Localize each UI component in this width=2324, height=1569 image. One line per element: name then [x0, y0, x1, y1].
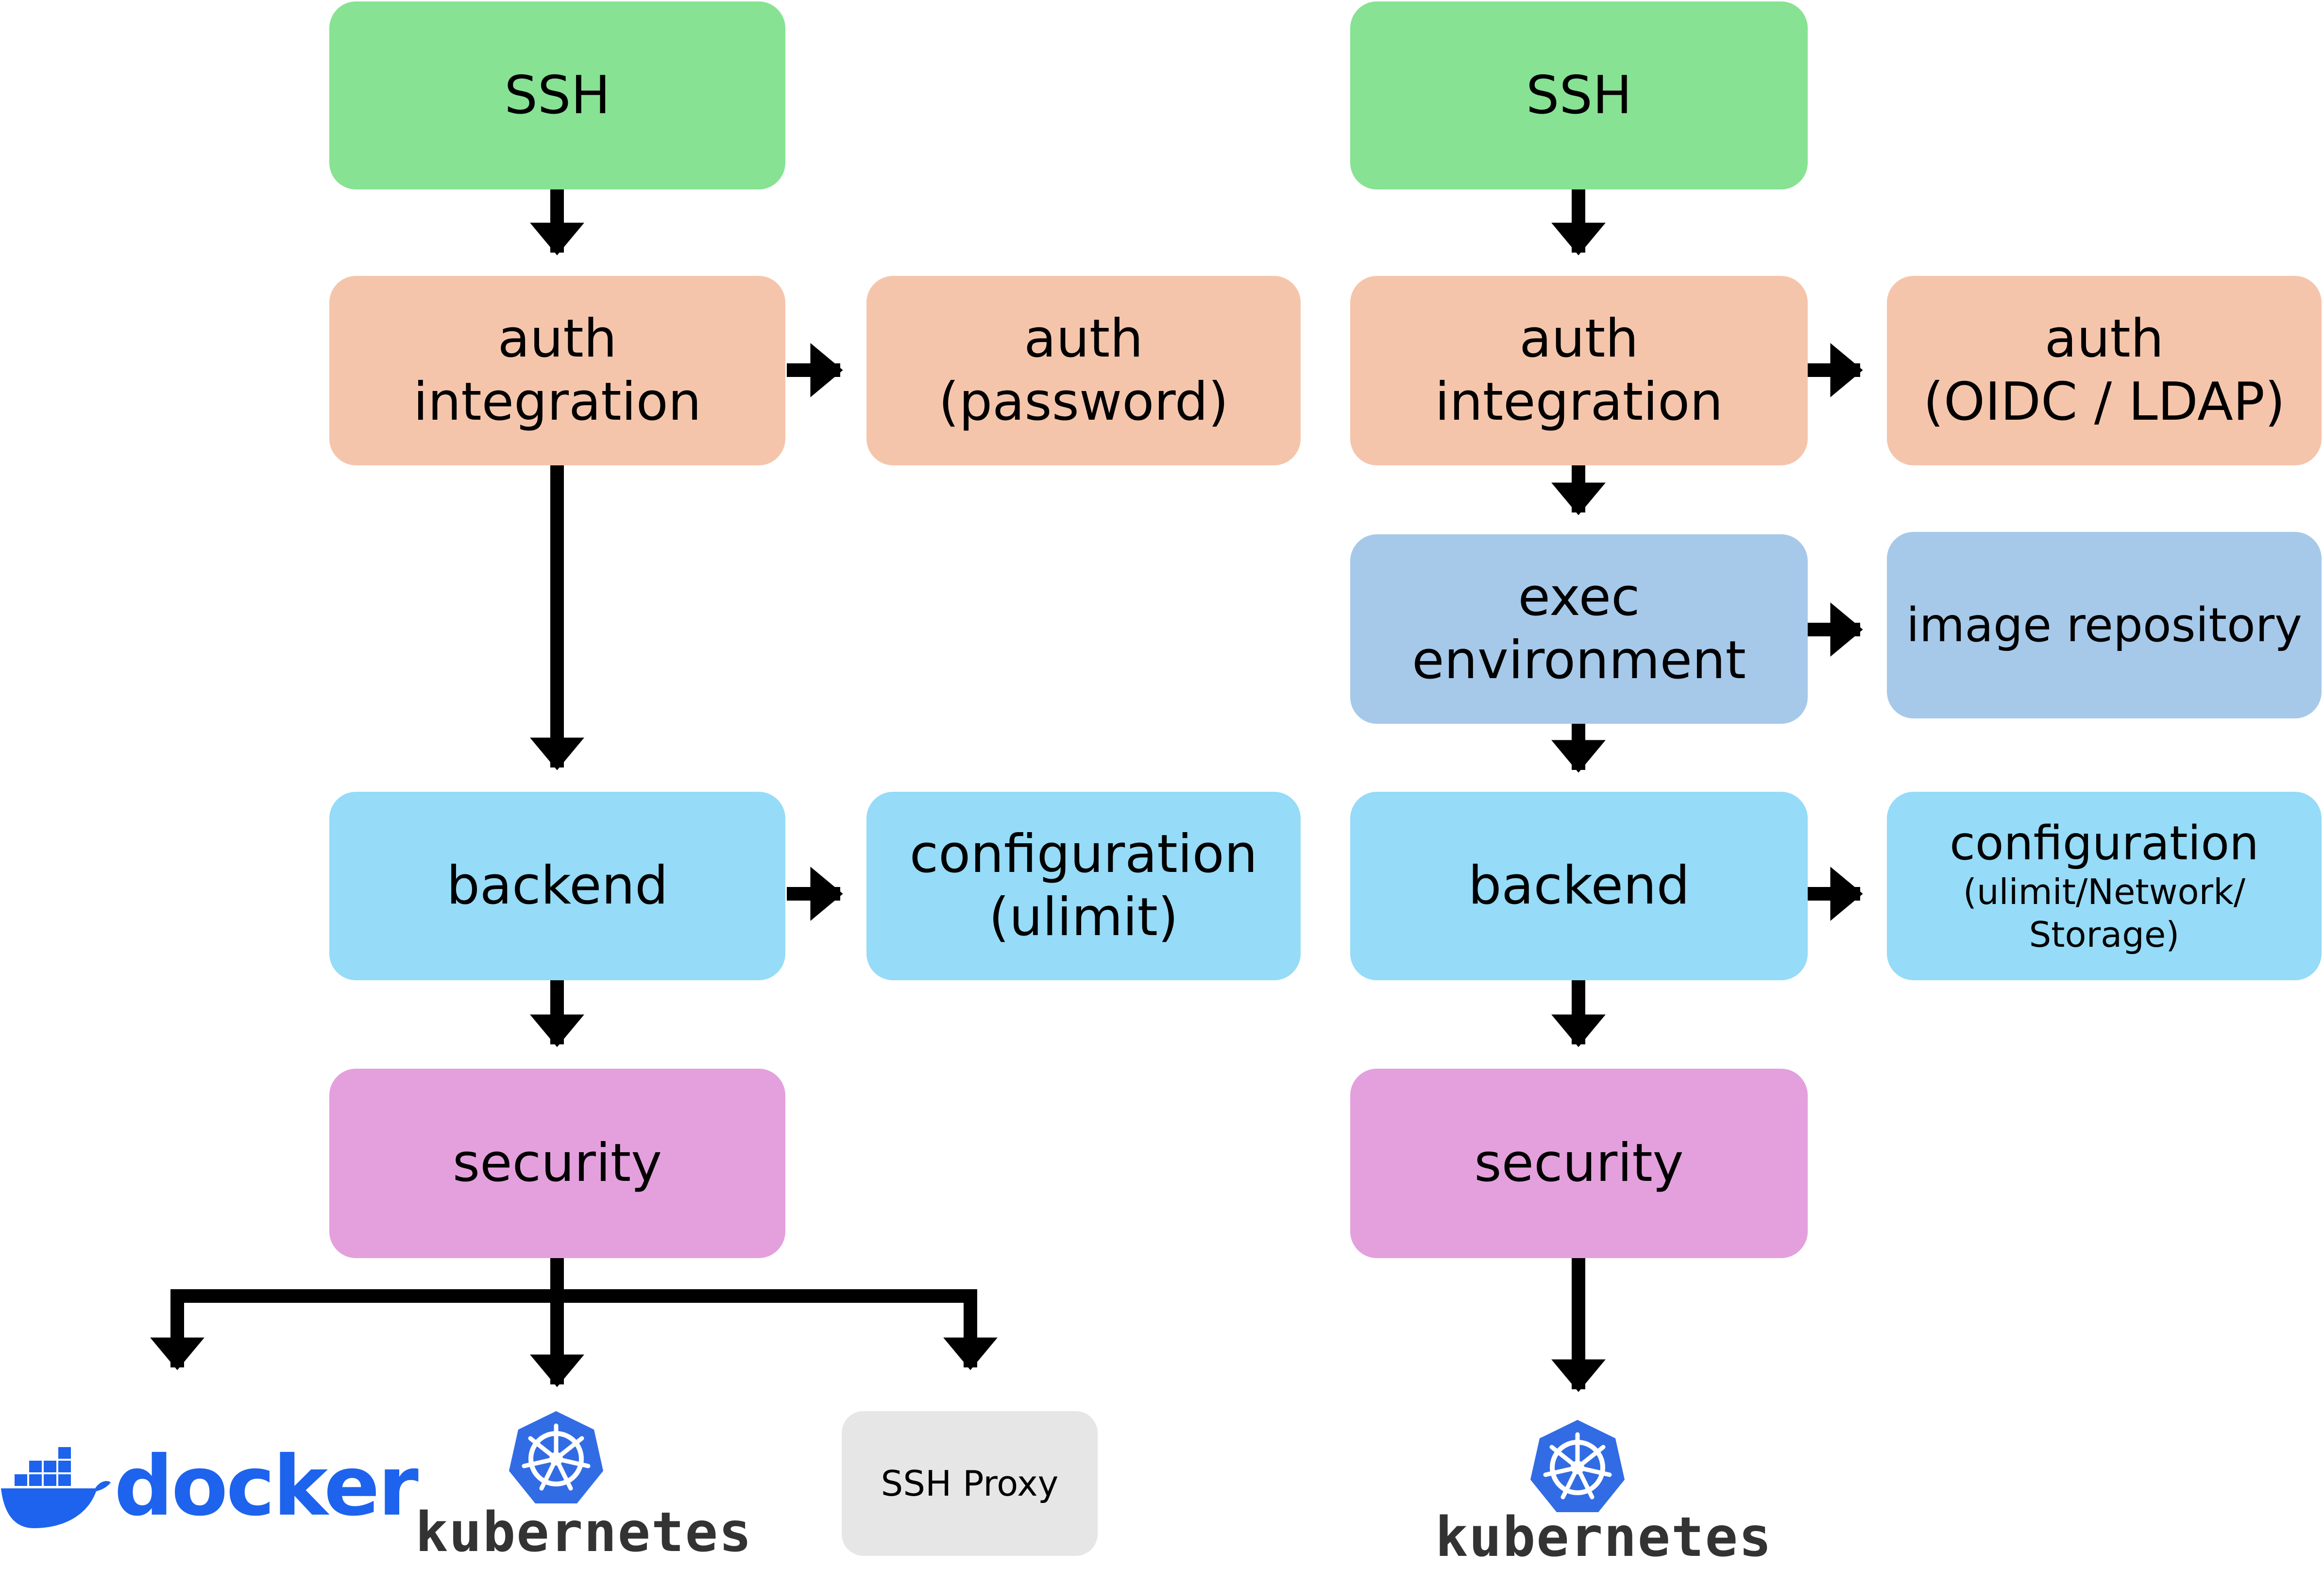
auth-integration-line2-right: integration [1435, 372, 1723, 432]
arrow-security-to-docker [150, 1289, 557, 1370]
configuration-line3-right: Storage) [2029, 914, 2180, 955]
security-box-left: security [329, 1069, 785, 1258]
auth-oidc-line1: auth [2044, 308, 2164, 369]
ssh-box-right: SSH [1350, 1, 1808, 189]
kubernetes-wordmark-right: kubernetes [1435, 1506, 1773, 1569]
auth-oidc-box: auth (OIDC / LDAP) [1887, 276, 2322, 465]
auth-integration-line1-right: auth [1519, 308, 1639, 369]
exec-environment-line2: environment [1412, 630, 1746, 691]
security-box-right: security [1350, 1069, 1808, 1258]
auth-integration-line1-left: auth [497, 308, 617, 369]
docker-wordmark: docker [114, 1438, 419, 1535]
backend-label-left: backend [446, 855, 668, 916]
image-repository-label: image repository [1906, 598, 2302, 652]
ssh-box-left: SSH [329, 1, 785, 189]
kubernetes-helm-icon-left [509, 1411, 603, 1503]
auth-password-line2: (password) [938, 372, 1229, 432]
auth-integration-line2-left: integration [413, 372, 702, 432]
docker-whale-icon [1, 1447, 111, 1528]
exec-environment-line1: exec [1518, 567, 1640, 628]
configuration-box-right: configuration (ulimit/Network/ Storage) [1887, 792, 2322, 980]
security-label-left: security [452, 1133, 662, 1194]
configuration-line2-left: (ulimit) [988, 887, 1179, 948]
ssh-label-right: SSH [1526, 65, 1632, 126]
auth-oidc-line2: (OIDC / LDAP) [1923, 372, 2286, 432]
configuration-box-left: configuration (ulimit) [866, 792, 1301, 980]
kubernetes-wordmark-left: kubernetes [415, 1501, 753, 1564]
backend-label-right: backend [1468, 855, 1690, 916]
auth-integration-box-left: auth integration [329, 276, 785, 465]
image-repository-box: image repository [1887, 532, 2322, 718]
configuration-line1-right: configuration [1950, 816, 2259, 870]
ssh-label-left: SSH [504, 65, 611, 126]
auth-password-line1: auth [1024, 308, 1143, 369]
backend-box-left: backend [329, 792, 785, 980]
exec-environment-box: exec environment [1350, 534, 1808, 724]
configuration-line2-right: (ulimit/Network/ [1963, 871, 2246, 912]
auth-password-box: auth (password) [866, 276, 1301, 465]
arrow-security-to-ssh-proxy [557, 1289, 998, 1370]
configuration-line1-left: configuration [909, 824, 1258, 885]
ssh-proxy-label: SSH Proxy [881, 1463, 1059, 1504]
security-label-right: security [1474, 1133, 1684, 1194]
backend-box-right: backend [1350, 792, 1808, 980]
ssh-proxy-box: SSH Proxy [842, 1411, 1098, 1556]
kubernetes-helm-icon-right [1530, 1420, 1625, 1512]
auth-integration-box-right: auth integration [1350, 276, 1808, 465]
